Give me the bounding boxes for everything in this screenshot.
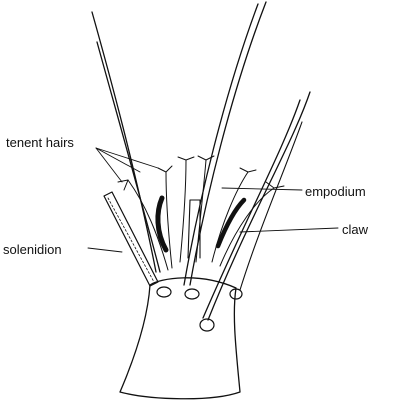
socket-left (157, 287, 171, 297)
label-solenidion: solenidion (3, 243, 62, 256)
tenent-hair-3-tip (178, 157, 194, 160)
empodium-structure (188, 200, 200, 258)
long-seta-far-right (240, 122, 302, 290)
tenent-hair-2 (166, 172, 172, 268)
label-claw: claw (342, 223, 368, 236)
long-seta-center (190, 2, 266, 285)
leader-solenidion (88, 248, 122, 252)
tenent-hair-1-tip (118, 180, 128, 190)
leader-claw (240, 228, 338, 232)
label-empodium: empodium (305, 185, 366, 198)
label-tenent-hairs: tenent hairs (6, 136, 74, 149)
claw-right (218, 200, 244, 246)
long-seta-left-2 (97, 42, 160, 272)
tenent-hair-3 (180, 160, 186, 262)
long-seta-right (208, 92, 310, 320)
tarsus-segment (120, 278, 240, 399)
solenidion-hatch (108, 198, 154, 282)
leader-tenent-hairs-a (96, 148, 122, 182)
long-seta-left (92, 12, 156, 272)
socket-center (185, 289, 199, 299)
tenent-hair-5-tip (240, 168, 256, 172)
tenent-hair-2-tip (158, 166, 172, 172)
socket-lower (200, 319, 214, 331)
